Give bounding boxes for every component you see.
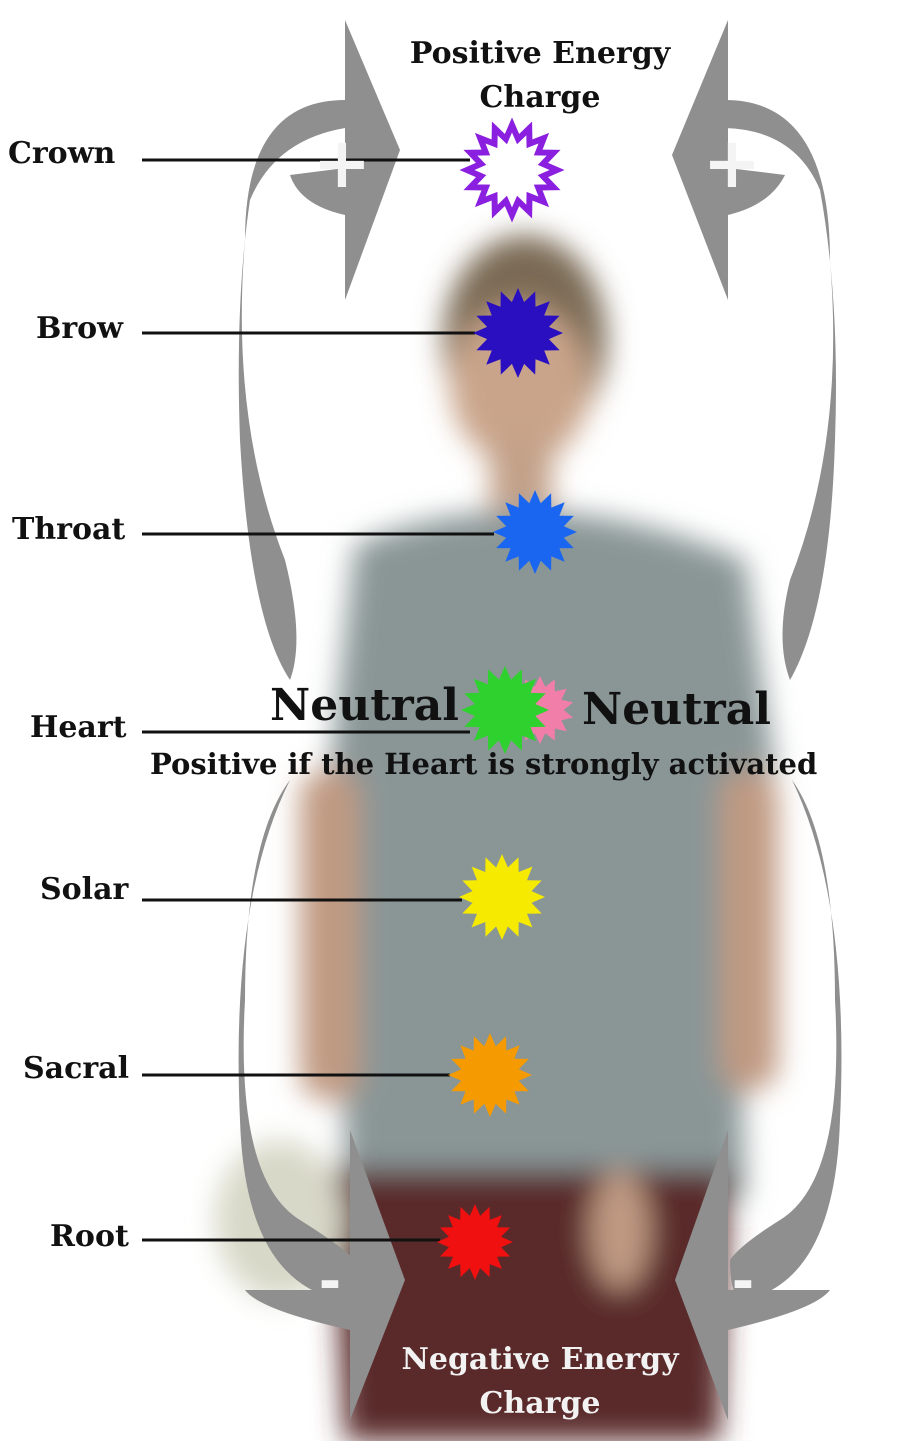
heart-activation-note: Positive if the Heart is strongly activa…	[150, 747, 817, 781]
chakra-star-sacral	[448, 1033, 532, 1117]
negative-energy-charge-title: Negative Energy Charge	[375, 1338, 705, 1426]
chakra-star-brow	[473, 288, 563, 378]
positive-title-line2: Charge	[380, 76, 700, 120]
chakra-label-heart: Heart	[30, 710, 127, 745]
chakra-star-throat	[493, 490, 577, 574]
negative-title-line2: Charge	[375, 1382, 705, 1426]
chakra-label-crown: Crown	[8, 136, 115, 171]
chakra-label-throat: Throat	[12, 512, 125, 547]
positive-title-line1: Positive Energy	[380, 32, 700, 76]
plus-sign-right: +	[702, 128, 762, 198]
chakra-label-brow: Brow	[36, 311, 123, 346]
chakra-star-crown	[467, 125, 557, 215]
negative-title-line1: Negative Energy	[375, 1338, 705, 1382]
plus-sign-left: +	[312, 128, 372, 198]
chakra-star-root	[437, 1204, 513, 1280]
chakra-star-solar	[459, 854, 545, 940]
minus-sign-right: -	[718, 1255, 768, 1309]
chakra-label-sacral: Sacral	[23, 1051, 129, 1086]
minus-sign-left: -	[305, 1255, 355, 1309]
heart-neutral-left: Neutral	[270, 680, 459, 731]
chakra-star-heart	[461, 666, 549, 754]
chakra-label-root: Root	[50, 1219, 129, 1254]
heart-neutral-right: Neutral	[582, 684, 771, 735]
positive-energy-charge-title: Positive Energy Charge	[380, 32, 700, 120]
chakra-label-solar: Solar	[40, 872, 128, 907]
